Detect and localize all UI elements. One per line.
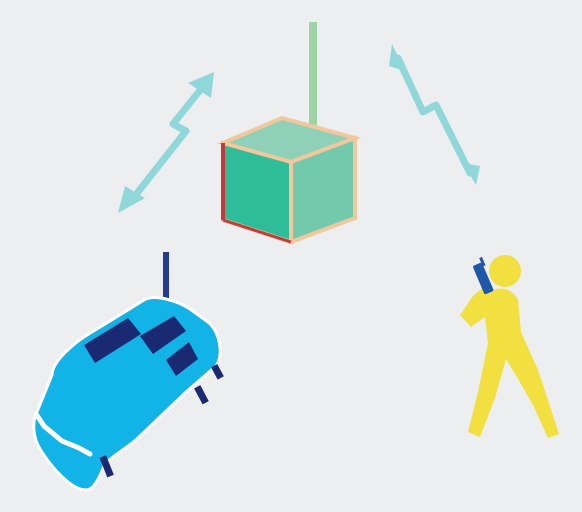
repeater-antenna [309, 22, 317, 140]
person-head [489, 255, 521, 287]
